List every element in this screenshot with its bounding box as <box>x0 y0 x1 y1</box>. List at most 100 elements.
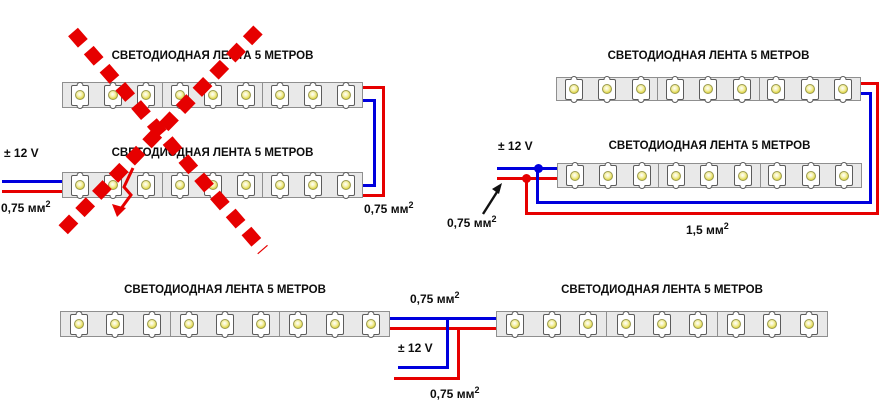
led-chip-icon <box>183 319 194 329</box>
led-module <box>801 165 820 186</box>
wire-blue-segment <box>861 92 872 95</box>
wire-blue-segment <box>398 366 449 369</box>
wire-red-segment <box>457 327 460 380</box>
wire-blue-segment <box>390 317 496 320</box>
wire-blue-segment <box>363 184 376 187</box>
led-module <box>733 165 752 186</box>
led-module <box>542 313 561 335</box>
strip-segment <box>61 312 171 336</box>
voltage-label: ± 12 V <box>4 146 39 160</box>
led-module <box>103 174 122 196</box>
led-module <box>616 313 635 335</box>
led-module <box>136 174 155 196</box>
led-module <box>136 84 155 106</box>
led-chip-icon <box>693 319 704 329</box>
strip-segment <box>718 312 827 336</box>
led-chip-icon <box>636 170 647 181</box>
prohibition-x-icon <box>55 25 268 255</box>
strip-segment <box>760 78 860 100</box>
led-chip-icon <box>771 84 782 94</box>
led-chip-icon <box>703 84 714 94</box>
wire-gauge-label: 0,75 мм2 <box>1 199 51 215</box>
led-chip-icon <box>730 319 741 329</box>
voltage-label: ± 12 V <box>398 341 433 355</box>
led-chip-icon <box>207 180 218 190</box>
led-module <box>203 174 222 196</box>
strip-segment <box>658 78 760 100</box>
wire-blue-segment <box>373 99 376 187</box>
led-module <box>216 313 234 335</box>
led-module <box>799 313 818 335</box>
led-chip-icon <box>670 84 681 94</box>
led-module <box>506 313 525 335</box>
strip-segment <box>607 312 718 336</box>
wire-red-segment <box>876 82 879 215</box>
wire-blue-segment <box>869 92 872 204</box>
led-module <box>236 84 255 106</box>
led-module <box>726 313 745 335</box>
led-chip-icon <box>656 319 667 329</box>
led-chip-icon <box>805 170 816 181</box>
led-chip-icon <box>207 90 218 100</box>
led-module <box>70 313 89 335</box>
led-module <box>834 78 853 100</box>
strip-title: СВЕТОДИОДНАЯ ЛЕНТА 5 МЕТРОВ <box>608 140 811 152</box>
led-module <box>270 174 289 196</box>
led-module <box>598 78 617 100</box>
led-chip-icon <box>546 319 557 329</box>
led-module <box>800 78 819 100</box>
strip-segment <box>659 164 761 187</box>
wire-blue-segment <box>2 180 62 183</box>
wire-blue-segment <box>363 99 376 102</box>
wire-red-segment <box>363 86 385 89</box>
strip-segment <box>263 173 362 197</box>
led-chip-icon <box>569 170 580 181</box>
led-chip-icon <box>110 319 121 329</box>
led-chip-icon <box>510 319 521 329</box>
led-module <box>70 84 89 106</box>
led-chip-icon <box>74 90 85 100</box>
led-module <box>336 174 355 196</box>
led-chip-icon <box>74 180 85 190</box>
led-module <box>564 78 583 100</box>
led-module <box>666 78 685 100</box>
led-chip-icon <box>256 319 267 329</box>
led-module <box>631 78 650 100</box>
led-strip <box>62 82 363 108</box>
led-chip-icon <box>767 319 778 329</box>
led-chip-icon <box>140 180 151 190</box>
led-module <box>700 165 719 186</box>
led-chip-icon <box>274 90 285 100</box>
wire-gauge-label: 0,75 мм2 <box>430 385 480 401</box>
led-module <box>103 84 122 106</box>
led-strip <box>62 172 363 198</box>
led-chip-icon <box>671 170 682 181</box>
led-module <box>361 313 380 335</box>
led-chip-icon <box>240 90 251 100</box>
led-module <box>599 165 618 186</box>
led-module <box>179 313 198 335</box>
strip-title: СВЕТОДИОДНАЯ ЛЕНТА 5 МЕТРОВ <box>561 284 763 296</box>
strip-segment <box>263 83 362 107</box>
led-module <box>170 174 189 196</box>
wire-gauge-label: 0,75 мм2 <box>364 200 414 216</box>
led-chip-icon <box>107 90 118 100</box>
led-module <box>667 165 686 186</box>
led-chip-icon <box>140 90 151 100</box>
led-module <box>252 313 271 335</box>
led-strip <box>496 311 828 337</box>
led-module <box>303 84 322 106</box>
strip-segment <box>63 173 163 197</box>
wire-red-segment <box>390 327 496 330</box>
led-chip-icon <box>803 319 814 329</box>
led-chip-icon <box>107 180 118 190</box>
led-module <box>768 165 787 186</box>
led-module <box>579 313 598 335</box>
led-module <box>106 313 125 335</box>
strip-segment <box>171 312 281 336</box>
led-module <box>732 78 751 100</box>
led-chip-icon <box>240 180 251 190</box>
led-module <box>289 313 308 335</box>
led-strip <box>556 77 861 101</box>
led-module <box>835 165 854 186</box>
